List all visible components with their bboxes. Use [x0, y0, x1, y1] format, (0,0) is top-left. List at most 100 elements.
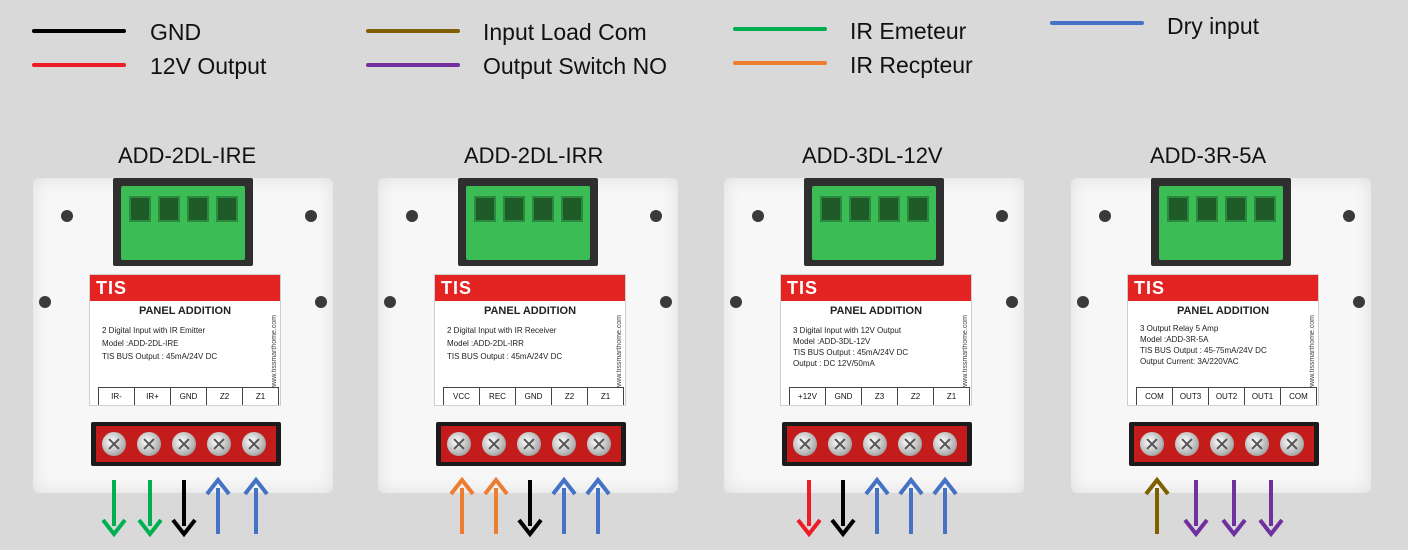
mount-hole: [730, 296, 742, 308]
wire-arrow: [830, 480, 856, 538]
mount-hole: [752, 210, 764, 222]
legend-label-gnd: GND: [150, 19, 202, 45]
terminal-screw: [207, 432, 231, 456]
connector-slot: [129, 196, 151, 222]
terminal-screw: [242, 432, 266, 456]
terminal-screw: [517, 432, 541, 456]
tis-logo: TIS: [1134, 278, 1166, 298]
connector-slot: [820, 196, 842, 222]
label-header: TIS: [1128, 275, 1318, 301]
tis-logo: TIS: [96, 278, 128, 298]
connector-slot: [1254, 196, 1276, 222]
connector-slot: [1167, 196, 1189, 222]
wire-arrow: [517, 480, 543, 538]
label-spec-line: Output : DC 12V/50mA: [793, 359, 875, 368]
label-heading: PANEL ADDITION: [483, 305, 577, 317]
terminal-strip: [787, 426, 967, 462]
mount-hole: [660, 296, 672, 308]
terminal-screw: [172, 432, 196, 456]
tis-logo: TIS: [441, 278, 473, 298]
module-title: ADD-2DL-IRR: [464, 143, 604, 168]
terminal-screw: [828, 432, 852, 456]
legend-line-gnd: [32, 29, 126, 33]
wire-arrow: [1183, 480, 1209, 538]
mount-hole: [650, 210, 662, 222]
screw-terminal-block: [436, 422, 626, 466]
connector-slot: [1196, 196, 1218, 222]
wire-arrow: [171, 480, 197, 538]
terminal-screw: [482, 432, 506, 456]
connector-slot: [474, 196, 496, 222]
label-spec-line: Model :ADD-3R-5A: [1140, 335, 1209, 344]
label-spec-line: TIS BUS Output : 45mA/24V DC: [447, 352, 563, 361]
terminal-strip: [1134, 426, 1314, 462]
wire-arrow: [551, 476, 577, 534]
wire-arrow: [205, 476, 231, 534]
wire-arrow: [585, 476, 611, 534]
connector-slot: [878, 196, 900, 222]
bus-connector: [1159, 186, 1283, 260]
label-heading: PANEL ADDITION: [1176, 305, 1270, 317]
wire-arrow: [796, 480, 822, 538]
connector-slot: [158, 196, 180, 222]
terminal-label: COM: [1280, 387, 1317, 405]
tis-logo: TIS: [787, 278, 819, 298]
legend-label-dry-input: Dry input: [1167, 13, 1260, 39]
wire-arrow: [137, 480, 163, 538]
connector-slot: [907, 196, 929, 222]
terminal-screw: [863, 432, 887, 456]
module-title: ADD-3R-5A: [1150, 143, 1267, 168]
label-heading: PANEL ADDITION: [829, 305, 923, 317]
mount-hole: [996, 210, 1008, 222]
wire-arrow: [932, 476, 958, 534]
mount-hole: [406, 210, 418, 222]
mount-hole: [1099, 210, 1111, 222]
label-spec-line: Output Current: 3A/220VAC: [1140, 357, 1239, 366]
connector-slot: [849, 196, 871, 222]
mount-hole: [315, 296, 327, 308]
label-spec-line: TIS BUS Output : 45mA/24V DC: [793, 348, 909, 357]
legend-label-12v: 12V Output: [150, 53, 267, 79]
label-spec-line: 2 Digital Input with IR Emitter: [102, 326, 206, 335]
mount-hole: [61, 210, 73, 222]
bus-connector-housing: [804, 178, 944, 266]
terminal-screw: [898, 432, 922, 456]
legend-line-dry-input: [1050, 21, 1144, 25]
connector-slot: [187, 196, 209, 222]
bus-connector-housing: [458, 178, 598, 266]
module-title: ADD-2DL-IRE: [118, 143, 257, 168]
legend-label-ir-emeteur: IR Emeteur: [850, 18, 967, 44]
terminal-screw: [1140, 432, 1164, 456]
legend-line-input-load-com: [366, 29, 460, 33]
legend-label-output-switch: Output Switch NO: [483, 53, 668, 79]
terminal-screw: [447, 432, 471, 456]
connector-slot: [561, 196, 583, 222]
label-spec-line: Model :ADD-2DL-IRE: [102, 339, 179, 348]
wire-arrow: [864, 476, 890, 534]
bus-connector: [466, 186, 590, 260]
label-header: TIS: [781, 275, 971, 301]
terminal-screw: [587, 432, 611, 456]
wire-arrow: [243, 476, 269, 534]
label-spec-line: 3 Output Relay 5 Amp: [1140, 324, 1219, 333]
connector-slot: [1225, 196, 1247, 222]
label-spec-line: Model :ADD-3DL-12V: [793, 337, 871, 346]
terminal-screw: [102, 432, 126, 456]
mount-hole: [384, 296, 396, 308]
legend-label-ir-recpteur: IR Recpteur: [850, 52, 973, 78]
mount-hole: [39, 296, 51, 308]
wire-arrow: [101, 480, 127, 538]
connector-slot: [532, 196, 554, 222]
bus-connector-housing: [1151, 178, 1291, 266]
terminal-screw: [1280, 432, 1304, 456]
mount-hole: [1006, 296, 1018, 308]
legend-label-input-load-com: Input Load Com: [483, 19, 647, 45]
wire-arrow: [1144, 476, 1170, 534]
bus-connector-housing: [113, 178, 253, 266]
